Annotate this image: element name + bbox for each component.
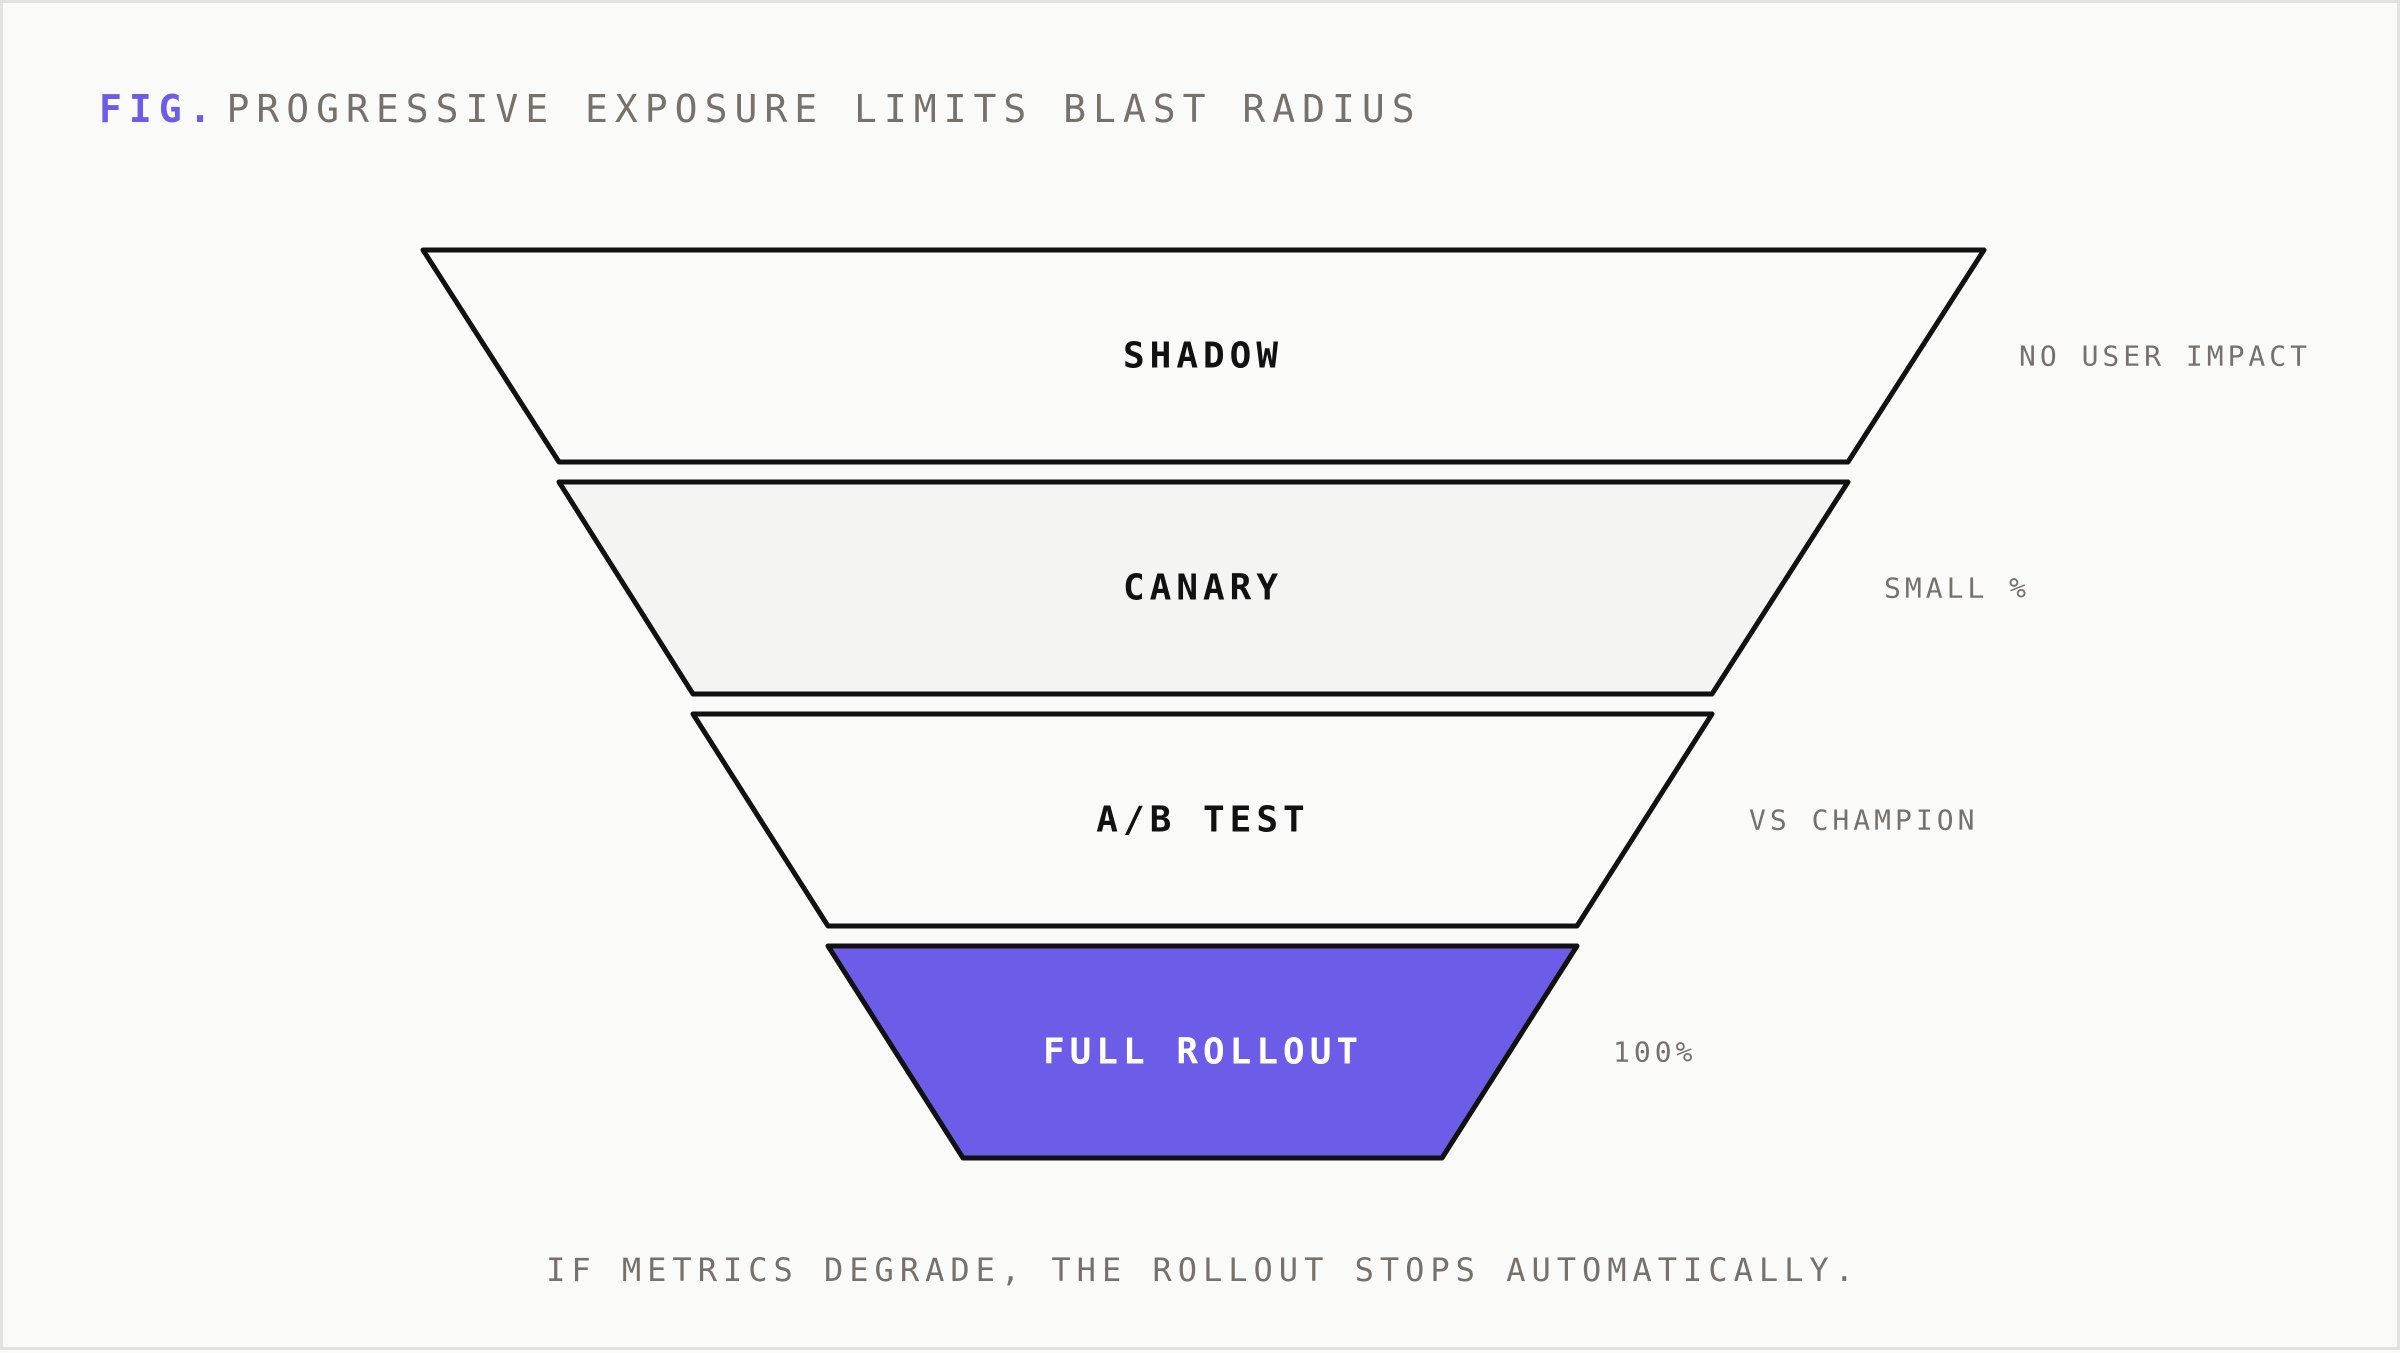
- tier-shadow: SHADOW NO USER IMPACT: [420, 247, 2311, 465]
- figure-title: FIG.PROGRESSIVE EXPOSURE LIMITS BLAST RA…: [99, 87, 1422, 131]
- figure-caption: IF METRICS DEGRADE, THE ROLLOUT STOPS AU…: [546, 1251, 1860, 1289]
- tier-full-rollout-label: FULL ROLLOUT: [1043, 1032, 1363, 1073]
- figure-prefix: FIG.: [99, 87, 219, 131]
- tier-shadow-shape: [420, 247, 1987, 465]
- tier-canary-note: SMALL %: [1884, 572, 2030, 605]
- tier-shadow-label: SHADOW: [1123, 336, 1283, 377]
- tier-ab-test-label: A/B TEST: [1096, 800, 1309, 841]
- exposure-funnel: SHADOW NO USER IMPACT CANARY SMALL % A/B…: [420, 247, 2311, 1161]
- tier-ab-test-note: VS CHAMPION: [1749, 804, 1978, 837]
- tier-ab-test-shape: [690, 711, 1715, 929]
- tier-ab-test: A/B TEST VS CHAMPION: [690, 711, 1978, 929]
- tier-full-rollout-note: 100%: [1613, 1036, 1696, 1069]
- tier-shadow-note: NO USER IMPACT: [2019, 340, 2311, 373]
- figure-title-text: PROGRESSIVE EXPOSURE LIMITS BLAST RADIUS: [226, 87, 1422, 131]
- tier-canary-label: CANARY: [1123, 568, 1283, 609]
- tier-canary-shape: [556, 479, 1851, 697]
- tier-full-rollout: FULL ROLLOUT 100%: [825, 943, 1696, 1161]
- tier-canary: CANARY SMALL %: [556, 479, 2030, 697]
- tier-full-rollout-shape: [825, 943, 1580, 1161]
